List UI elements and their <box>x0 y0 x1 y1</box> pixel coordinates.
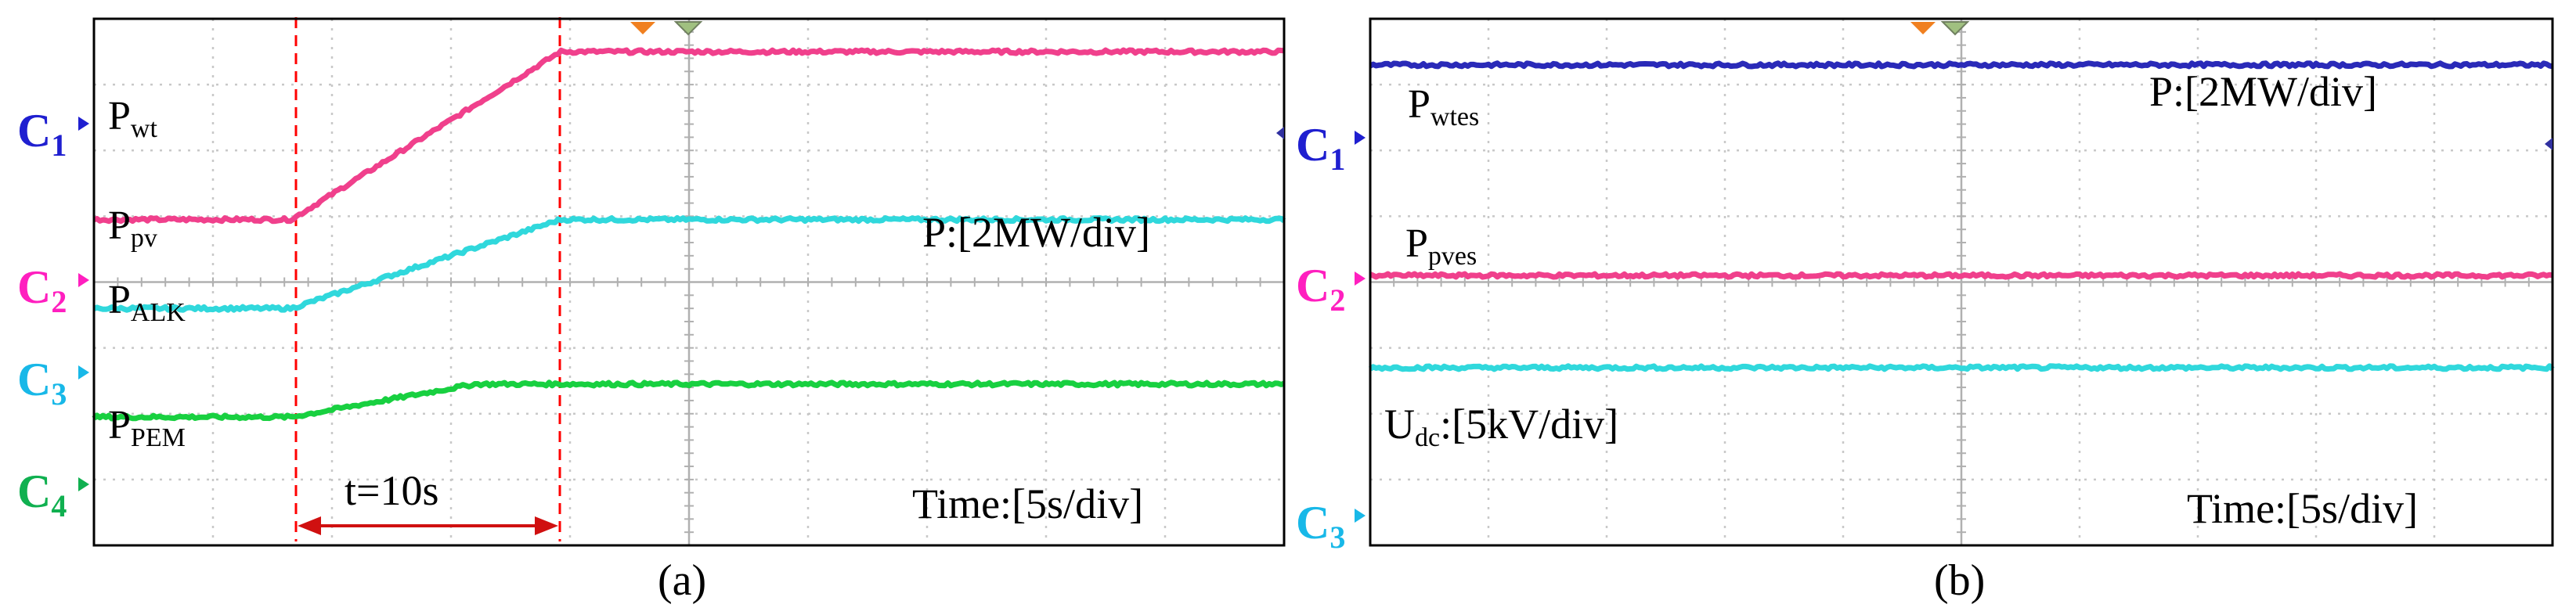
panel-a-caption: (a) <box>658 556 706 605</box>
panel-b-channel-1: C1 <box>1296 119 1366 177</box>
panel-b-trigger-marker-orange <box>1910 22 1936 34</box>
label-p-pves: Ppves <box>1405 221 1477 271</box>
panel-a-trace-p-pem <box>92 379 1286 422</box>
panel-a-time-label: Time:[5s/div] <box>912 480 1143 527</box>
panel-b-oscilloscope: Pwtes Ppves Udc:[5kV/div] C1 C2 C3 <box>1296 17 2555 605</box>
svg-text:C2: C2 <box>17 261 67 319</box>
label-p-pem: PPEM <box>108 403 186 452</box>
panel-b-ch1-level-marker <box>2545 138 2553 150</box>
svg-text:C4: C4 <box>17 466 67 523</box>
panel-b-trace-p-pves <box>1369 271 2553 280</box>
panel-a-oscilloscope: Pwt Ppv PALK PPEM C1 C2 C3 <box>17 17 1286 605</box>
panel-a-scale-label: P:[2MW/div] <box>922 209 1150 256</box>
panel-a-traces <box>92 47 1286 422</box>
svg-text:C3: C3 <box>17 354 67 412</box>
svg-text:C1: C1 <box>17 105 67 163</box>
label-p-pv: Ppv <box>108 203 157 253</box>
panel-a-ch1-level-marker <box>1276 127 1284 139</box>
panel-a-trace-p-pv <box>92 47 1285 225</box>
panel-a-grid <box>93 18 1284 545</box>
panel-a-trigger-marker-orange <box>630 22 655 34</box>
interval-label: t=10s <box>345 467 438 514</box>
panel-a-frame <box>92 17 1286 547</box>
panel-b-grid <box>1369 18 2553 545</box>
panel-b-time-label: Time:[5s/div] <box>2187 485 2418 532</box>
label-p-wt: Pwt <box>108 94 157 143</box>
panel-b-trace-u-dc <box>1368 363 2555 372</box>
panel-b-channel-3: C3 <box>1296 497 1366 555</box>
svg-text:C1: C1 <box>1296 119 1345 177</box>
panel-a-channel-3: C3 <box>17 354 89 412</box>
panel-b-scale-label: P:[2MW/div] <box>2149 68 2377 115</box>
panel-b-caption: (b) <box>1934 556 1985 605</box>
panel-b-traces <box>1368 60 2555 372</box>
panel-a-trace-p-alk <box>92 215 1286 313</box>
panel-b-frame <box>1369 17 2554 547</box>
label-p-alk: PALK <box>108 278 186 327</box>
panel-b-voltage-label: Udc:[5kV/div] <box>1384 401 1618 452</box>
label-p-wtes: Pwtes <box>1408 82 1479 131</box>
panel-b-trace-p-wtes <box>1369 60 2553 70</box>
panel-b-trigger-marker-green <box>1940 21 1970 36</box>
interval-arrow <box>298 516 558 535</box>
panel-b-channel-2: C2 <box>1296 260 1366 318</box>
panel-a-channel-2: C2 <box>17 261 89 319</box>
panel-a-trigger-marker-green <box>673 21 703 36</box>
panel-a-channel-4: C4 <box>17 466 89 523</box>
panel-a-channel-1: C1 <box>17 105 89 163</box>
svg-text:C2: C2 <box>1296 260 1345 318</box>
svg-text:C3: C3 <box>1296 497 1345 555</box>
